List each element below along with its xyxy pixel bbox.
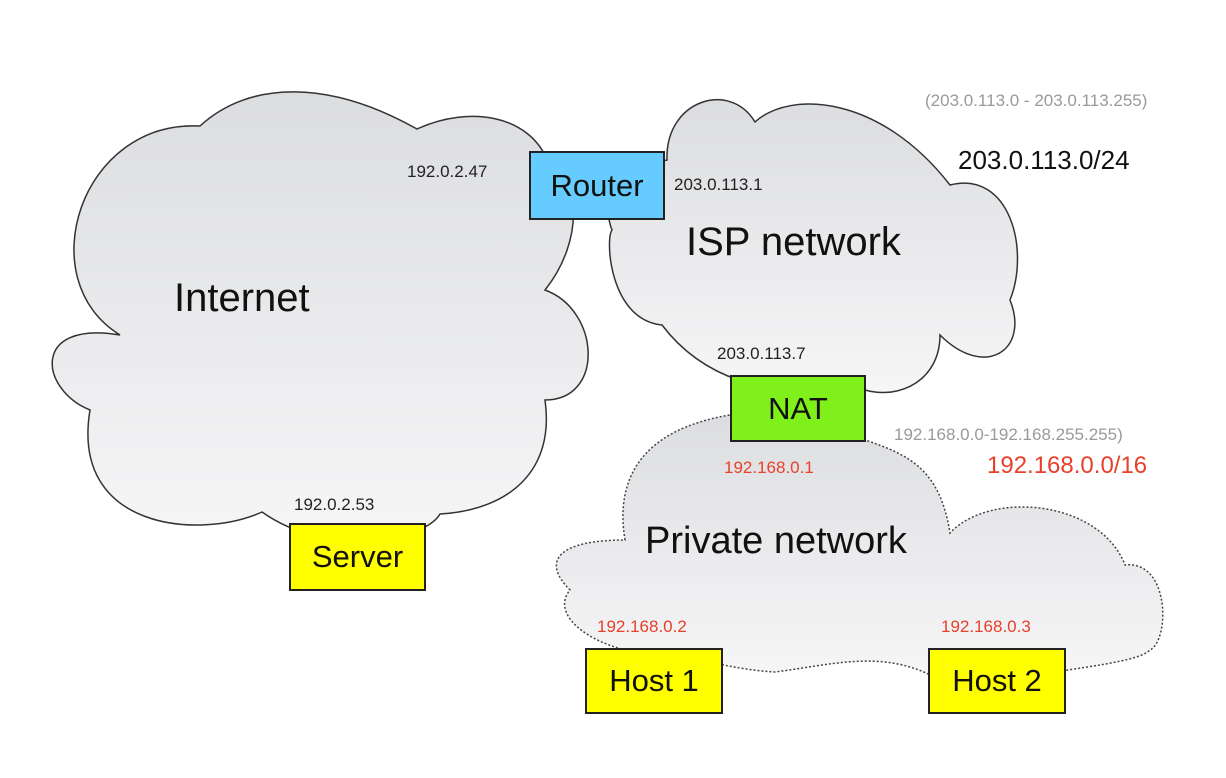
nat-node[interactable]: NAT: [730, 375, 866, 442]
server-node[interactable]: Server: [289, 523, 426, 591]
private-network-label: Private network: [645, 520, 907, 562]
router-isp-ip: 203.0.113.1: [674, 175, 763, 194]
server-ip: 192.0.2.53: [294, 495, 375, 514]
private-cidr: 192.168.0.0/16: [987, 452, 1148, 479]
router-internet-ip: 192.0.2.47: [407, 162, 488, 181]
router-label: Router: [550, 167, 644, 203]
isp-address-range: (203.0.113.0 - 203.0.113.255): [925, 91, 1148, 110]
nat-private-ip: 192.168.0.1: [724, 458, 814, 477]
internet-label: Internet: [174, 276, 310, 320]
host1-node[interactable]: Host 1: [585, 648, 723, 714]
host1-label: Host 1: [609, 663, 699, 698]
isp-network-label: ISP network: [686, 220, 901, 264]
router-node[interactable]: Router: [529, 151, 665, 220]
isp-cloud: [607, 98, 1019, 394]
host1-ip: 192.168.0.2: [597, 617, 687, 636]
host2-label: Host 2: [952, 663, 1042, 698]
host2-node[interactable]: Host 2: [928, 648, 1066, 714]
nat-label: NAT: [768, 390, 828, 426]
host2-ip: 192.168.0.3: [941, 617, 1031, 636]
private-address-range: 192.168.0.0-192.168.255.255): [894, 425, 1123, 444]
nat-public-ip: 203.0.113.7: [717, 344, 806, 363]
internet-cloud: [51, 91, 589, 542]
isp-cidr: 203.0.113.0/24: [958, 145, 1130, 175]
private-cloud: [555, 409, 1164, 677]
server-label: Server: [311, 539, 404, 574]
